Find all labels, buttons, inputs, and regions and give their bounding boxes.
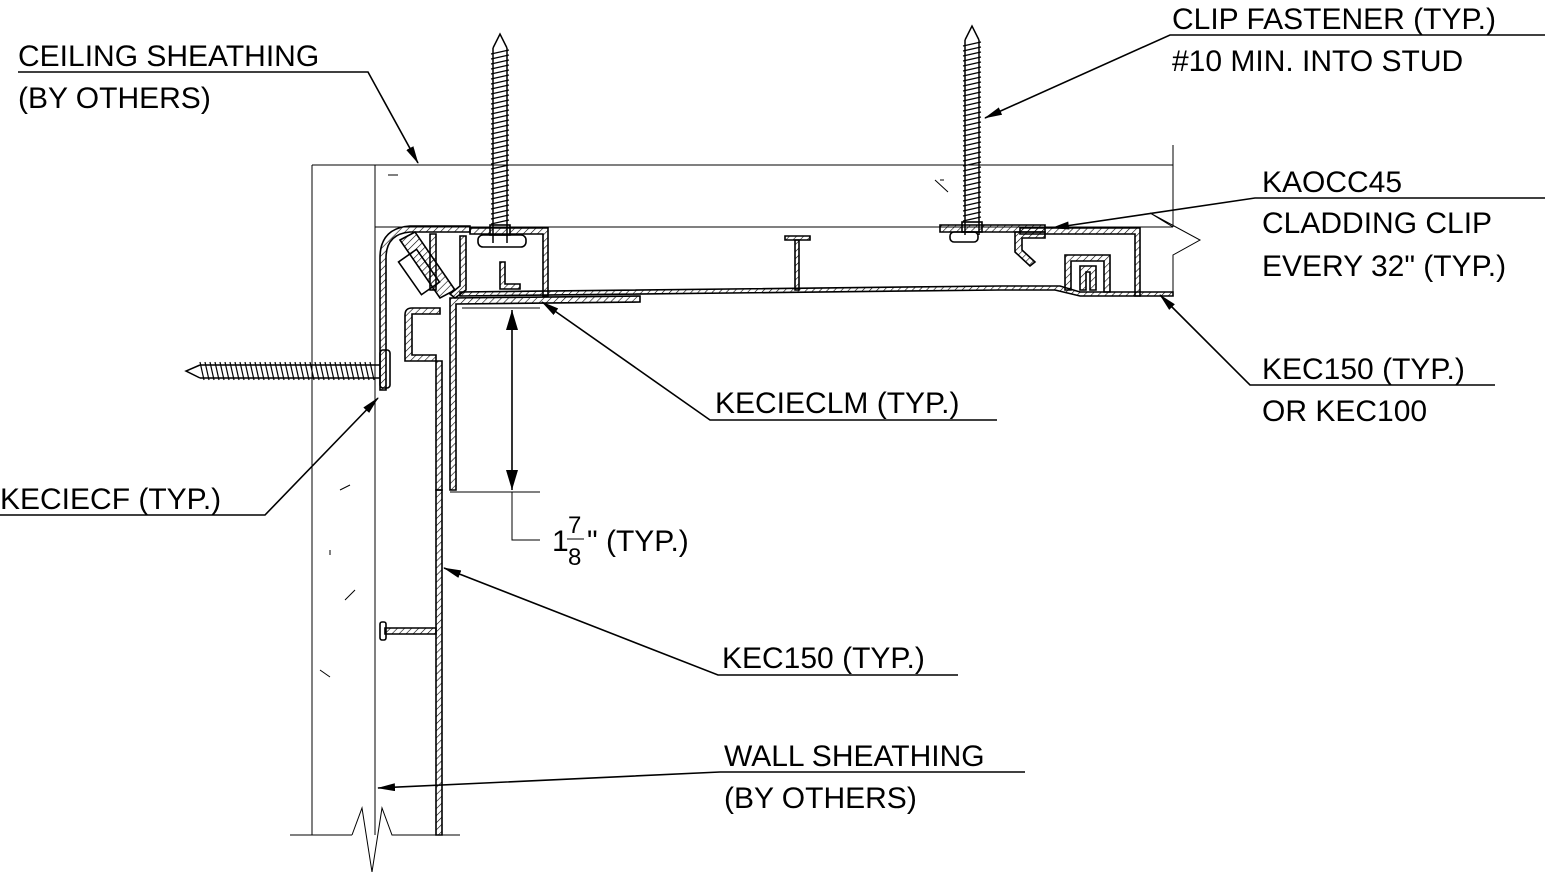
dimension-suffix: " (TYP.) bbox=[587, 525, 689, 558]
kaocc45-line1: KAOCC45 bbox=[1262, 166, 1402, 199]
label-keciecf: KECIECF (TYP.) bbox=[0, 483, 221, 516]
clip-fastener-screw-right bbox=[961, 25, 983, 236]
label-dimension: 1 7 8 " (TYP.) bbox=[552, 512, 689, 571]
clip-fastener-line1: CLIP FASTENER (TYP.) bbox=[1172, 3, 1496, 36]
kaocc45-line2: CLADDING CLIP bbox=[1262, 207, 1492, 240]
ceiling-sheathing-line2: (BY OTHERS) bbox=[18, 82, 211, 115]
wall-panel-kec150 bbox=[379, 489, 443, 836]
label-kec150-ceiling: KEC150 (TYP.) OR KEC100 bbox=[1262, 353, 1465, 428]
label-kec150-wall: KEC150 (TYP.) bbox=[722, 642, 925, 675]
dimension-numerator: 7 bbox=[568, 512, 581, 539]
wall-sheathing bbox=[290, 165, 460, 872]
wall-fastener-screw bbox=[184, 361, 380, 381]
kaocc45-line3: EVERY 32" (TYP.) bbox=[1262, 250, 1506, 283]
kec150-ceiling-line1: KEC150 (TYP.) bbox=[1262, 353, 1465, 386]
wall-sheathing-line1: WALL SHEATHING bbox=[724, 740, 985, 773]
label-kaocc45: KAOCC45 CLADDING CLIP EVERY 32" (TYP.) bbox=[1262, 166, 1506, 283]
wall-sheathing-line2: (BY OTHERS) bbox=[724, 782, 917, 815]
ceiling-sheathing-line1: CEILING SHEATHING bbox=[18, 40, 319, 73]
corner-trim bbox=[379, 225, 641, 491]
dimension-denominator: 8 bbox=[568, 544, 581, 571]
label-clip-fastener: CLIP FASTENER (TYP.) #10 MIN. INTO STUD bbox=[1172, 3, 1496, 78]
label-wall-sheathing: WALL SHEATHING (BY OTHERS) bbox=[724, 740, 985, 815]
leader-lines bbox=[0, 34, 1545, 792]
clip-fastener-screw-left bbox=[489, 33, 511, 244]
ceiling-panel-kec150 bbox=[459, 224, 1174, 297]
label-kecieclm: KECIECLM (TYP.) bbox=[715, 387, 960, 420]
dimension-whole: 1 bbox=[552, 525, 569, 558]
dimension-line bbox=[450, 307, 540, 541]
kec150-ceiling-line2: OR KEC100 bbox=[1262, 395, 1427, 428]
label-ceiling-sheathing: CEILING SHEATHING (BY OTHERS) bbox=[18, 40, 319, 115]
clip-fastener-line2: #10 MIN. INTO STUD bbox=[1172, 45, 1463, 78]
